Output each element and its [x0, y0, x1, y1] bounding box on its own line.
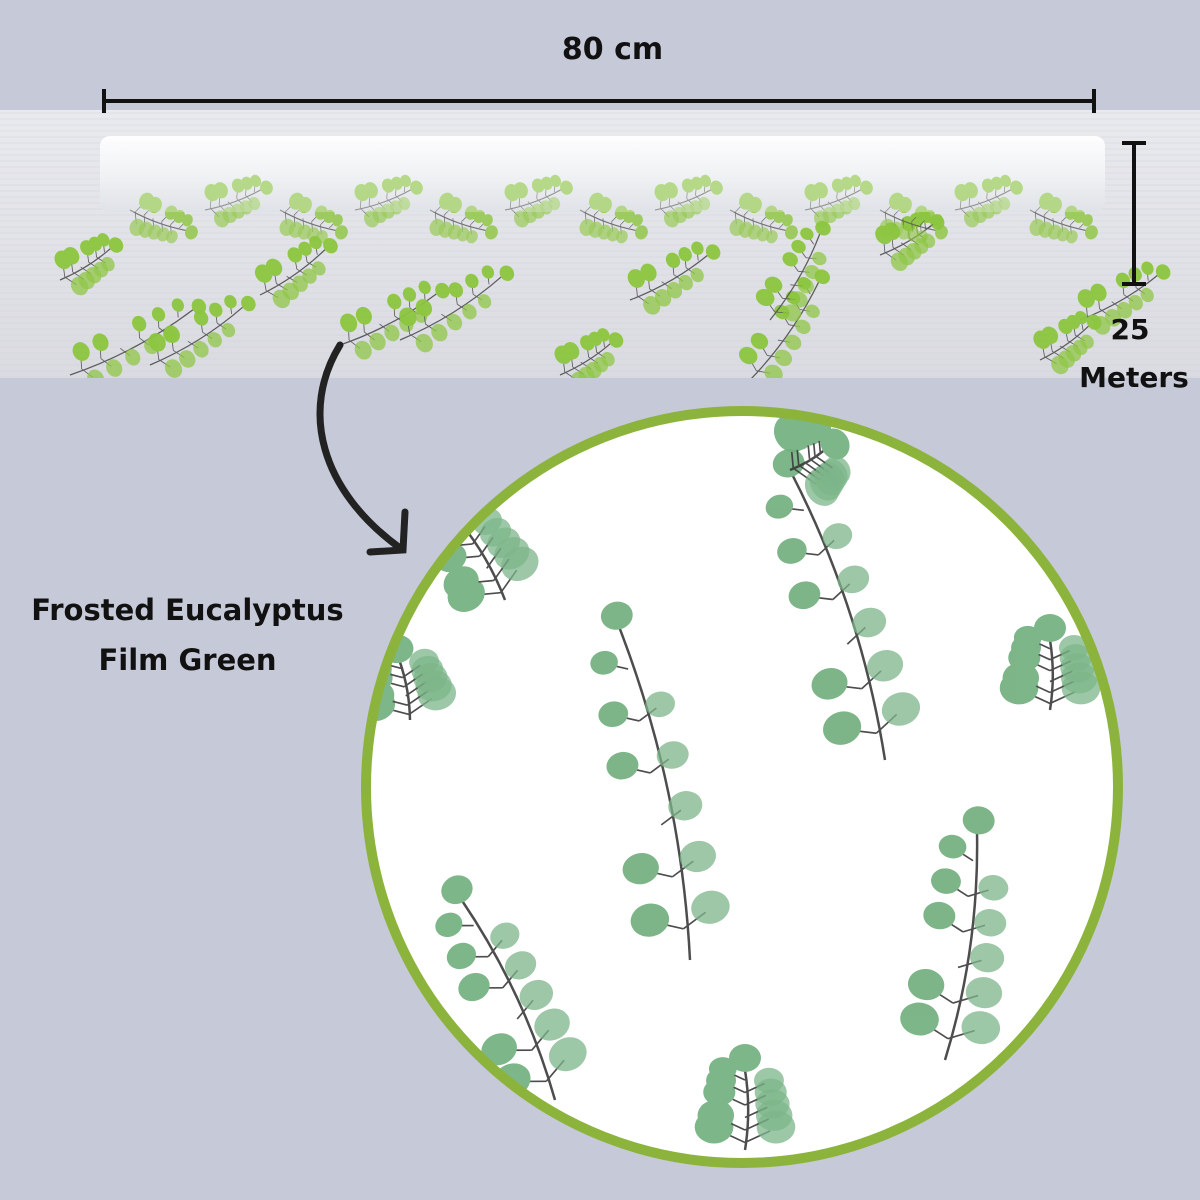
eucalyptus-sprig [627, 241, 721, 315]
eucalyptus-sprig [399, 265, 515, 353]
eucalyptus-sprig [999, 614, 1101, 711]
eucalyptus-sprig [879, 192, 948, 244]
eucalyptus-sprig [354, 174, 423, 228]
zoom-circle [361, 406, 1123, 1168]
width-dimension-line [102, 89, 1096, 113]
eucalyptus-sprig [900, 806, 1009, 1061]
length-dimension-line [1122, 141, 1146, 286]
eucalyptus-sprig [1033, 310, 1102, 375]
length-value: 25 [1110, 313, 1150, 346]
eucalyptus-sprig [148, 294, 256, 378]
eucalyptus-sprig [804, 174, 873, 228]
eucalyptus-sprig [279, 192, 348, 244]
film-leaf-pattern [54, 209, 1171, 378]
curved-arrow-icon [316, 341, 409, 556]
circle-border [361, 406, 1123, 1168]
product-name: Frosted Eucalyptus Film Green [10, 585, 365, 685]
eucalyptus-sprig [429, 192, 498, 244]
eucalyptus-sprig [694, 1044, 796, 1151]
eucalyptus-sprig [954, 174, 1023, 228]
eucalyptus-sprig [1029, 192, 1098, 244]
product-name-line2: Film Green [98, 643, 277, 677]
eucalyptus-sprig [54, 233, 124, 296]
roll-leaf-pattern [129, 174, 1098, 244]
eucalyptus-sprig [254, 235, 338, 309]
eucalyptus-sprig [729, 192, 798, 244]
film-roll-photo [0, 110, 1200, 378]
eucalyptus-sprig [504, 174, 573, 228]
eucalyptus-sprig [129, 192, 198, 244]
eucalyptus-sprig [554, 328, 624, 378]
eucalyptus-sprig [590, 601, 730, 961]
product-name-line1: Frosted Eucalyptus [31, 593, 344, 627]
width-label: 80 cm [561, 32, 664, 67]
eucalyptus-sprig [773, 415, 851, 506]
eucalyptus-sprig [204, 174, 273, 228]
eucalyptus-sprig [755, 220, 831, 322]
length-unit: Meters [1079, 361, 1189, 394]
eucalyptus-sprig [339, 280, 450, 360]
eucalyptus-sprig [579, 192, 648, 244]
eucalyptus-sprig [654, 174, 723, 228]
